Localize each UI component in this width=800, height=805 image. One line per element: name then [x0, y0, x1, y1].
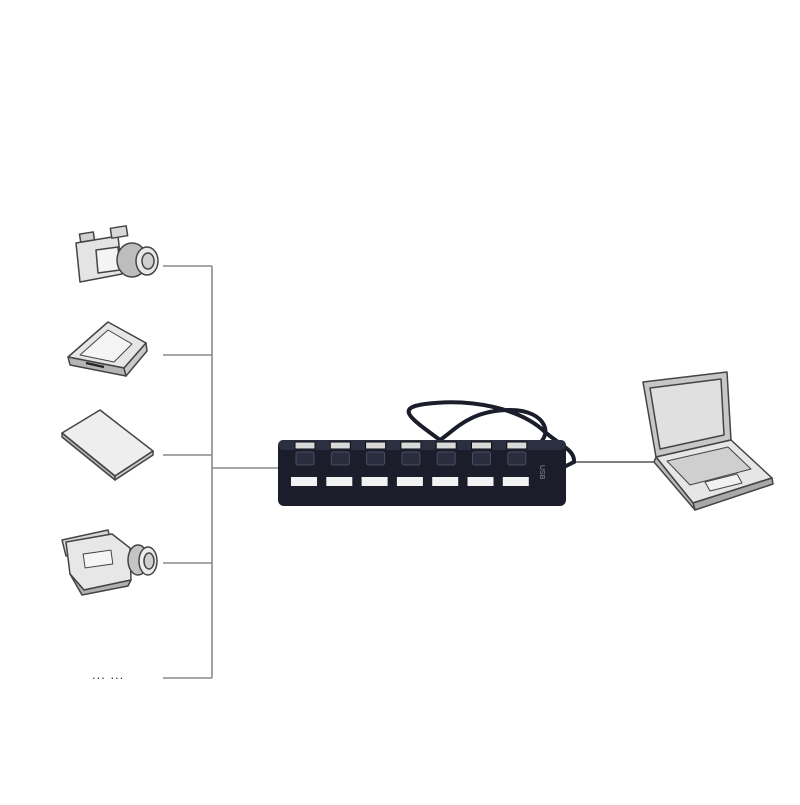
port-switch [436, 451, 456, 466]
usb-port [294, 441, 316, 450]
usb-port [365, 441, 387, 450]
port-switch [295, 451, 315, 466]
port-led [467, 477, 494, 486]
usb-port [471, 441, 492, 450]
usb-port [506, 441, 528, 450]
usb-port [435, 441, 457, 450]
usb-port [400, 441, 422, 450]
connector-lines [163, 265, 655, 679]
camcorder-icon [61, 529, 158, 596]
usb-hub-icon: USB [278, 400, 576, 506]
port-led [396, 477, 423, 486]
hub-brand-mark: USB [538, 465, 545, 480]
port-led [291, 477, 317, 486]
port-led [326, 477, 353, 486]
port-switch [472, 451, 491, 466]
port-switch [401, 451, 421, 466]
port-switch [330, 451, 350, 466]
tablet-icon [61, 409, 154, 481]
port-switch [366, 451, 386, 466]
hub-ports [291, 441, 529, 486]
more-devices-label: ... ... [92, 667, 125, 682]
port-led [502, 477, 529, 486]
usb-port [329, 441, 351, 450]
card-reader-icon [67, 321, 148, 377]
laptop-icon [642, 371, 774, 511]
port-switch [507, 451, 527, 466]
camera-icon [75, 225, 159, 283]
port-led [361, 477, 388, 486]
port-led [432, 477, 459, 486]
